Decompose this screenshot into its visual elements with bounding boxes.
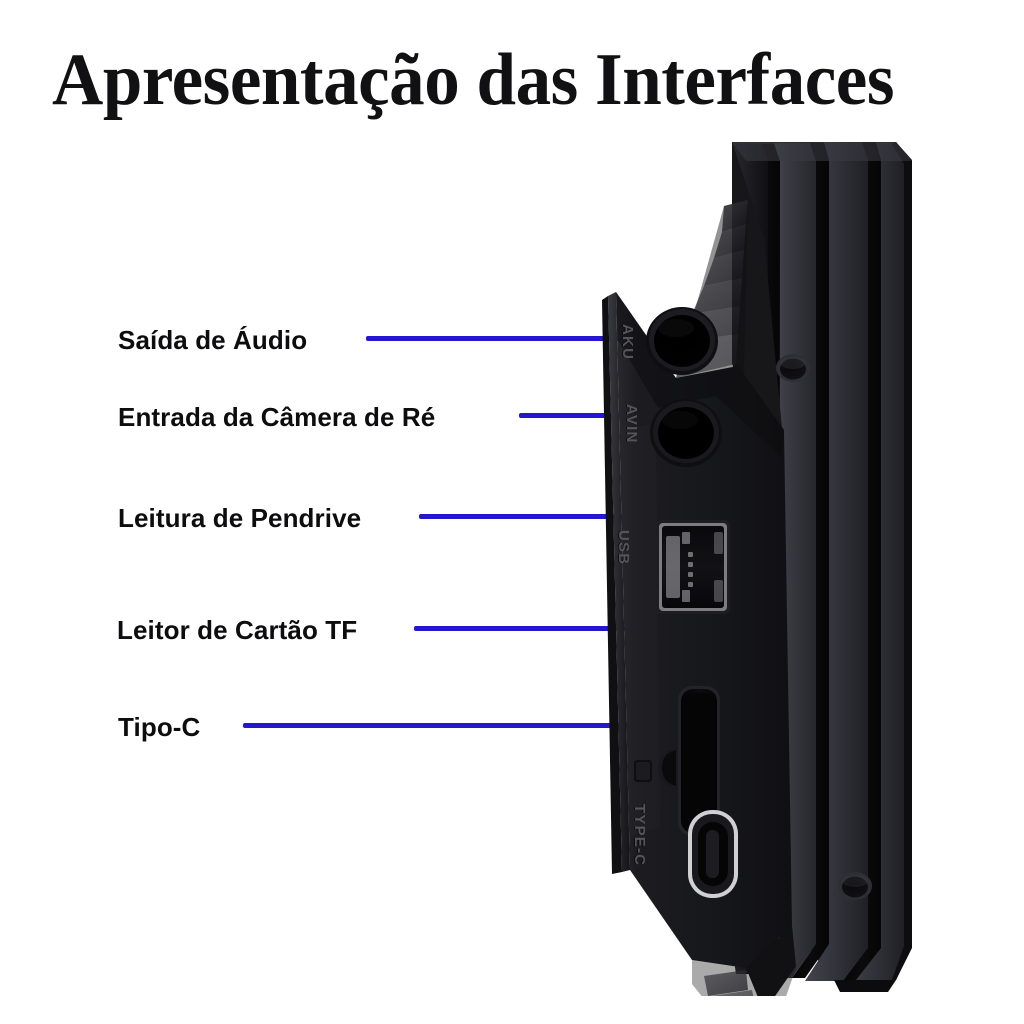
page-title: Apresentação das Interfaces <box>52 39 895 121</box>
leader-line-typec <box>243 723 701 728</box>
port-marking-usb: USB <box>615 530 632 566</box>
device-illustration: AKU AVIN USB TYPE-C <box>596 128 926 996</box>
port-avin-jack <box>650 399 722 467</box>
leader-line-tfcard <box>414 626 670 631</box>
screw-hole-top <box>776 354 810 382</box>
port-aux-jack <box>646 307 718 375</box>
port-marking-avin: AVIN <box>623 404 640 444</box>
leader-line-camera <box>519 413 666 418</box>
leader-line-usb <box>419 514 671 519</box>
callout-label-usb: Leitura de Pendrive <box>118 503 362 533</box>
port-usb-c <box>688 810 738 898</box>
port-marking-typec: TYPE-C <box>631 804 648 867</box>
callout-label-audio: Saída de Áudio <box>118 325 308 355</box>
callout-label-camera: Entrada da Câmera de Ré <box>118 402 436 432</box>
port-marking-aux: AKU <box>619 324 636 361</box>
leader-line-audio <box>366 336 663 341</box>
port-usb-a <box>656 520 730 614</box>
device-bottom-step <box>692 926 796 996</box>
port-tf-card-slot <box>634 686 720 836</box>
callout-label-tfcard: Leitor de Cartão TF <box>117 615 358 645</box>
screw-hole-bottom <box>838 872 872 900</box>
callout-label-typec: Tipo-C <box>118 712 201 742</box>
device-port-face <box>602 292 792 968</box>
